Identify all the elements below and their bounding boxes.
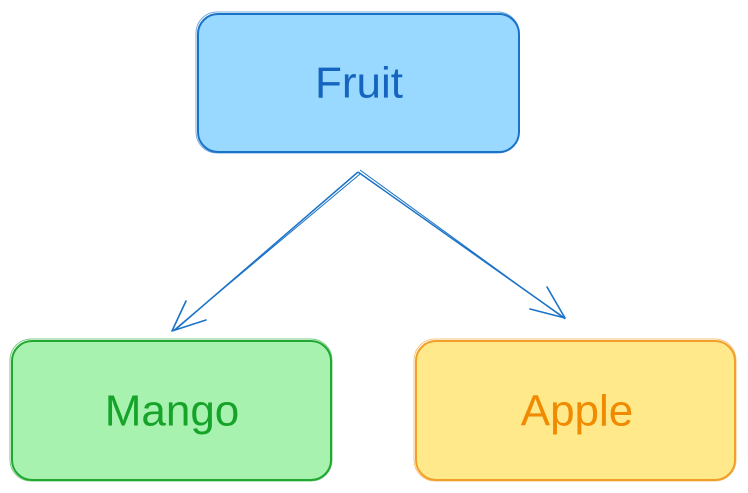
node-apple-box <box>415 340 736 481</box>
node-mango[interactable]: Mango <box>9 338 333 482</box>
edge-fruit-to-apple <box>357 169 566 320</box>
node-fruit-label: Fruit <box>315 59 403 108</box>
node-mango-label: Mango <box>105 387 240 436</box>
edge-fruit-to-mango <box>171 171 361 332</box>
node-mango-box <box>11 340 332 481</box>
node-apple[interactable]: Apple <box>413 338 737 482</box>
edge-line-sketch <box>359 169 566 320</box>
node-fruit[interactable]: Fruit <box>195 11 520 154</box>
arrowhead-icon <box>529 286 566 319</box>
edge-line-sketch <box>173 173 361 331</box>
node-apple-box-sketch <box>413 338 737 482</box>
arrowhead-icon <box>171 300 207 332</box>
node-mango-box-sketch <box>9 338 333 482</box>
node-fruit-box-sketch <box>195 11 520 154</box>
node-apple-label: Apple <box>521 387 634 436</box>
